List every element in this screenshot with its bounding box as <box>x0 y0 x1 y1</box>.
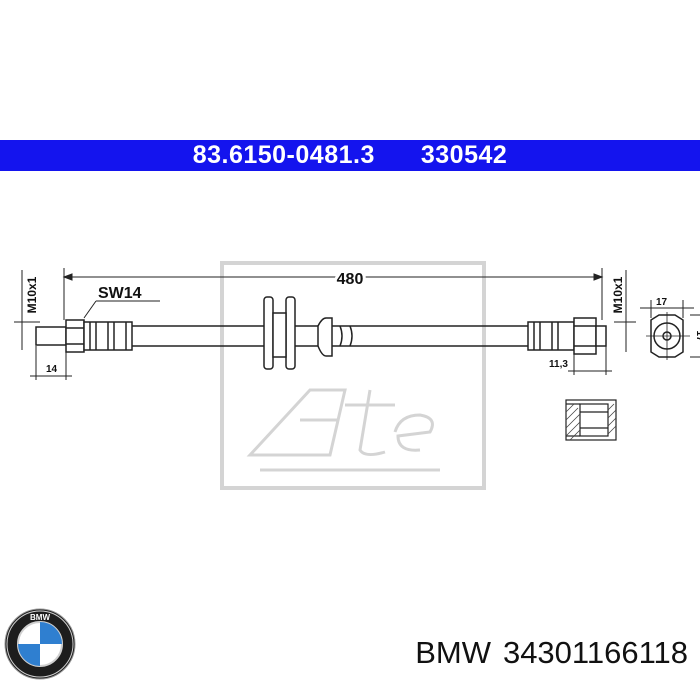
brand-name: BMW <box>415 635 491 670</box>
right-fitting-length: 11,3 <box>549 359 568 370</box>
left-fitting <box>35 319 133 353</box>
thread-right-label: M10x1 <box>611 276 625 313</box>
ate-alt-number: 330542 <box>420 141 508 169</box>
overall-length-dimension <box>62 268 604 320</box>
wrench-size-label: SW14 <box>98 285 142 302</box>
ate-part-number: 83.6150-0481.3 <box>192 141 375 169</box>
hose-grommet <box>263 296 333 370</box>
hex-width-top-label: 17 <box>656 297 668 308</box>
hex-end-view <box>646 312 690 360</box>
hex-width-dimension <box>640 300 700 358</box>
ate-logo-icon <box>220 261 486 490</box>
section-hatch <box>565 403 617 441</box>
bmw-logo-icon: BMW <box>4 608 76 680</box>
hex-width-side-label: 17 <box>694 330 700 342</box>
overall-length-label: 480 <box>337 271 364 288</box>
left-fitting-length: 14 <box>46 364 58 375</box>
thread-left-label: M10x1 <box>25 276 39 313</box>
wrench-size-leader <box>83 300 160 319</box>
svg-text:BMW: BMW <box>30 613 50 622</box>
right-fitting-dimension <box>568 346 612 375</box>
oem-part-number: 34301166118 <box>502 635 688 670</box>
hose-body <box>132 325 528 347</box>
left-fitting-dimension <box>30 346 72 380</box>
part-number-banner: 83.6150-0481.3 330542 <box>0 140 700 171</box>
oem-part-caption: BMW 34301166118 <box>415 635 688 671</box>
right-fitting <box>527 317 607 355</box>
section-detail <box>565 399 617 441</box>
